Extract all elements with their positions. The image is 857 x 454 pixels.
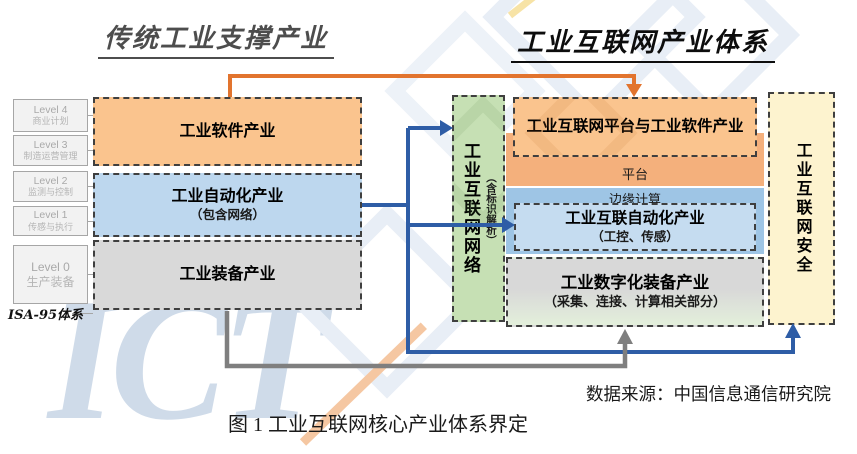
figure-caption: 图 1 工业互联网核心产业体系界定 [228, 414, 528, 436]
box-sublabel: （采集、连接、计算相关部分） [543, 293, 726, 309]
level-name: Level 2 [33, 174, 68, 187]
industrial-interconnected-automation-box: 工业互联自动化产业 （工控、传感） [514, 203, 756, 251]
industrial-internet-platform-box: 工业互联网平台与工业软件产业 [513, 97, 757, 157]
isa-level-3: Level 3 制造运营管理 [13, 135, 88, 166]
title-traditional-industry: 传统工业支撑产业 [96, 18, 336, 59]
isa-level-1: Level 1 传感与执行 [13, 206, 88, 236]
isa-level-0: Level 0 生产装备 [13, 245, 88, 304]
level-desc: 制造运营管理 [23, 151, 78, 162]
level-desc: 传感与执行 [27, 221, 73, 232]
title-industrial-internet-system: 工业互联网产业体系 [498, 22, 788, 63]
level-name: Level 1 [33, 209, 68, 222]
level-desc: 生产装备 [26, 274, 75, 289]
data-source-caption: 数据来源：中国信息通信研究院 [586, 384, 831, 404]
platform-tag: 平台 [621, 167, 648, 182]
industrial-internet-security-box: 工业互联网安全 [768, 92, 835, 325]
box-sublabel: （包含网络） [189, 207, 265, 222]
isa-95-label: ISA-95体系 [8, 308, 84, 323]
industrial-automation-box: 工业自动化产业 （包含网络） [93, 173, 362, 237]
connector-line [72, 313, 93, 314]
industrial-digital-equipment-box: 工业数字化装备产业 （采集、连接、计算相关部分） [506, 257, 764, 327]
level-name: Level 3 [33, 138, 68, 151]
box-sublabel: （工控、传感） [591, 229, 679, 244]
orange-flow-line [228, 74, 636, 97]
blue-arrowhead-up [785, 323, 801, 338]
level-name: Level 4 [33, 103, 68, 116]
box-label: 工业互联网平台与工业软件产业 [526, 118, 744, 136]
box-label: 工业互联自动化产业 [565, 210, 705, 228]
box-label: 工业软件产业 [179, 122, 276, 140]
orange-arrowhead-down [626, 84, 642, 97]
level-desc: 监测与控制 [27, 187, 73, 198]
box-label: 工业自动化产业 [171, 187, 284, 205]
box-label: 工业互联网网络 [461, 142, 480, 275]
watermark-yellow-slash [507, 0, 549, 19]
isa-level-2: Level 2 监测与控制 [13, 171, 88, 202]
box-label: 工业互联网安全 [793, 142, 811, 275]
level-name: Level 0 [31, 260, 70, 275]
box-label: 工业数字化装备产业 [560, 274, 710, 293]
gray-arrowhead-up [617, 329, 633, 344]
isa-level-4: Level 4 商业计划 [13, 99, 88, 132]
industrial-software-box: 工业软件产业 [93, 97, 362, 166]
industrial-equipment-box: 工业装备产业 [93, 240, 362, 310]
box-sublabel: （含标识解析） [485, 171, 497, 246]
industrial-internet-network-box: 工业互联网网络 （含标识解析） [452, 95, 505, 322]
box-label: 工业装备产业 [179, 266, 276, 283]
level-desc: 商业计划 [32, 116, 69, 127]
